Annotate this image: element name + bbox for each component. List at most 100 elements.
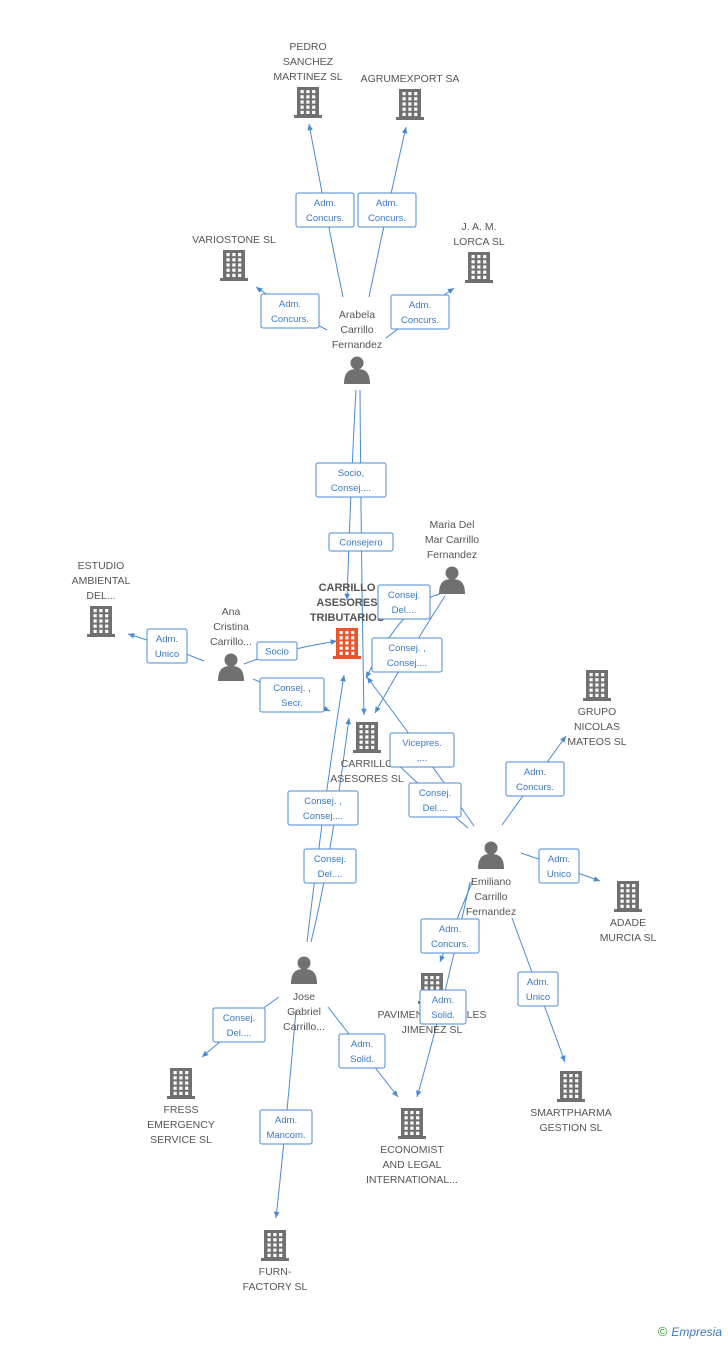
building-icon <box>294 87 322 118</box>
node-label: EMERGENCY <box>147 1119 215 1131</box>
edge-label-box <box>328 532 394 552</box>
edge-role-text: ,... <box>417 753 428 764</box>
node-label: Arabela <box>339 309 375 321</box>
edge-label-arabela-pedro[interactable]: Adm.Concurs. <box>295 192 355 228</box>
edge-role-text: Consej. <box>314 854 346 865</box>
edge-label-box <box>256 641 298 661</box>
edge-role-text: Adm. <box>279 299 301 310</box>
edge-label-emiliano-economist[interactable]: Adm.Solid. <box>419 989 467 1025</box>
node-label: Cristina <box>213 621 249 633</box>
edge-role-text: Adm. <box>527 977 549 988</box>
edge-role-text: Consej. <box>419 788 451 799</box>
node-label: JIMENEZ SL <box>402 1024 463 1036</box>
person-icon <box>478 841 504 869</box>
edge-role-text: Del.... <box>392 605 417 616</box>
node-estudio[interactable]: ESTUDIOAMBIENTALDEL... <box>72 560 131 637</box>
node-label: LORCA SL <box>453 236 505 248</box>
edge-role-text: Socio <box>265 647 289 658</box>
edge-label-arabela-carrillo_asesores[interactable]: Consejero <box>328 532 394 552</box>
edge-label-emiliano-smartpharma[interactable]: Adm. Unico <box>517 971 559 1007</box>
edge-role-text: Adm. <box>548 854 570 865</box>
node-label: DEL... <box>86 590 115 602</box>
node-label: MATEOS SL <box>567 736 626 748</box>
node-variostone[interactable]: VARIOSTONE SL <box>192 234 276 281</box>
edge-role-text: Consej.... <box>303 811 343 822</box>
edge-line <box>359 389 367 716</box>
edge-role-text: Concurs. <box>368 213 406 224</box>
edge-label-emiliano-pavimentos[interactable]: Adm.Concurs. <box>420 918 480 954</box>
building-icon <box>396 89 424 120</box>
edge-label-emiliano-adade[interactable]: Adm.Unico <box>538 848 580 884</box>
edge-label-box <box>419 989 467 1025</box>
edge-label-box <box>212 1007 266 1043</box>
edge-label-box <box>295 192 355 228</box>
edge-label-ana-estudio[interactable]: Adm.Unico <box>146 628 188 664</box>
edge-label-emiliano-grupo[interactable]: Adm.Concurs. <box>505 761 565 797</box>
building-icon <box>614 881 642 912</box>
edge-label-box <box>303 848 357 884</box>
edge-role-text: Concurs. <box>401 315 439 326</box>
edge-label-arabela-agrumexport[interactable]: Adm.Concurs. <box>357 192 417 228</box>
edge-label-arabela-variostone[interactable]: Adm. Concurs. <box>260 293 320 329</box>
edge-label-jose-carrillo_tributarios[interactable]: Consej. ,Consej.... <box>287 790 359 826</box>
node-carrillo-tributarios[interactable]: CARRILLO ASESORES TRIBUTARIOS <box>310 582 384 659</box>
node-jose[interactable]: JoseGabrielCarrillo... <box>283 956 325 1034</box>
edge-label-jose-carrillo_asesores[interactable]: Consej.Del.... <box>303 848 357 884</box>
edge-label-box <box>408 782 462 818</box>
edge-role-text: Consej.... <box>331 483 371 494</box>
edge-label-arabela-carrillo_tributarios[interactable]: Socio,Consej.... <box>315 462 387 498</box>
edge-label-arabela-jam[interactable]: Adm.Concurs. <box>390 294 450 330</box>
node-label: CARRILLO <box>341 758 394 770</box>
node-label: ASESORES <box>316 597 377 609</box>
node-label: Gabriel <box>287 1006 321 1018</box>
node-label: FACTORY SL <box>243 1281 308 1293</box>
node-label: CARRILLO <box>319 582 376 594</box>
edge-label-emiliano-carrillo_tributarios[interactable]: Vicepres.,... <box>389 732 455 768</box>
edge-label-emiliano-carrillo_asesores[interactable]: Consej.Del.... <box>408 782 462 818</box>
edge-label-maria-carrillo_asesores[interactable]: Consej. ,Consej.... <box>371 637 443 673</box>
edge-role-text: Concurs. <box>516 782 554 793</box>
edge-label-maria-carrillo_tributarios[interactable]: Consej.Del.... <box>377 584 431 620</box>
node-ana[interactable]: AnaCristinaCarrillo... <box>210 606 252 681</box>
edge-line <box>310 717 351 943</box>
edge-label-box <box>260 293 320 329</box>
node-label: Carrillo <box>340 324 373 336</box>
edge-label-jose-fress[interactable]: Consej.Del.... <box>212 1007 266 1043</box>
node-furn[interactable]: FURN-FACTORY SL <box>243 1230 308 1293</box>
edge-label-ana-carrillo_asesores[interactable]: Consej. ,Secr. <box>259 677 325 713</box>
edge-labels: Adm. Concurs. Adm. Concurs. Adm. Concurs. Adm.… <box>146 192 580 1145</box>
edge-role-text: Mancom. <box>266 1130 305 1141</box>
node-jam[interactable]: J. A. M.LORCA SL <box>453 221 505 283</box>
node-label: TRIBUTARIOS <box>310 612 384 624</box>
edge-role-text: Del.... <box>227 1028 252 1039</box>
node-label: INTERNATIONAL... <box>366 1174 458 1186</box>
edge-role-text: Unico <box>526 992 550 1003</box>
edge-role-text: Concurs. <box>271 314 309 325</box>
edge-role-text: Adm. <box>275 1115 297 1126</box>
node-label: PEDRO <box>289 41 326 53</box>
node-agrumexport[interactable]: AGRUMEXPORT SA <box>361 73 460 120</box>
node-label: FRESS <box>163 1104 198 1116</box>
edge-label-ana-carrillo_tributarios[interactable]: Socio <box>256 641 298 661</box>
building-icon <box>261 1230 289 1261</box>
building-icon <box>583 670 611 701</box>
edge-label-jose-economist[interactable]: Adm.Solid. <box>338 1033 386 1069</box>
edge-label-box <box>315 462 387 498</box>
edge-label-box <box>259 677 325 713</box>
edge-role-text: Concurs. <box>306 213 344 224</box>
edge-label-jose-furn[interactable]: Adm. Mancom. <box>259 1109 313 1145</box>
node-label: MARTINEZ SL <box>273 71 342 83</box>
edge-role-text: Adm. <box>439 924 461 935</box>
edge-role-text: Consej. , <box>273 683 311 694</box>
